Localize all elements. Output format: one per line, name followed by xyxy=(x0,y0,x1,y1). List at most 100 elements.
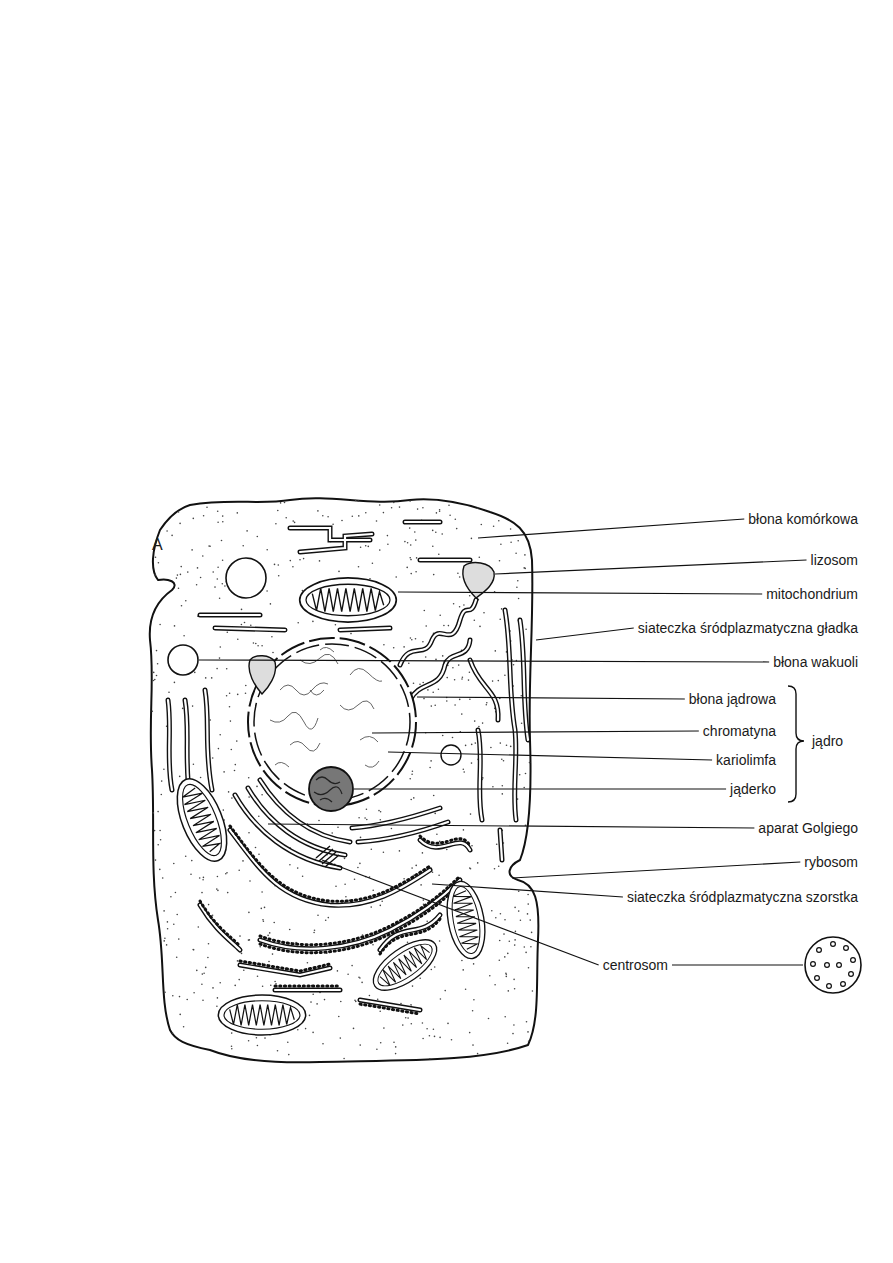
stipple-dot xyxy=(289,864,291,866)
stipple-dot xyxy=(411,1023,413,1025)
microtubule xyxy=(827,984,832,989)
stipple-dot xyxy=(340,1001,342,1003)
stipple-dot xyxy=(514,939,516,941)
microtubule xyxy=(825,963,830,968)
stipple-dot xyxy=(287,1041,289,1043)
er-tube xyxy=(340,628,390,630)
stipple-dot xyxy=(479,557,481,559)
stipple-dot xyxy=(403,878,405,880)
microtubule xyxy=(851,958,856,963)
stipple-dot xyxy=(498,866,500,868)
er-tube xyxy=(200,613,260,618)
stipple-dot xyxy=(399,506,401,508)
stipple-dot xyxy=(231,1048,233,1050)
stipple-dot xyxy=(194,672,196,674)
stipple-dot xyxy=(433,1028,435,1030)
stipple-dot xyxy=(499,560,501,562)
stipple-dot xyxy=(477,1053,479,1055)
stipple-dot xyxy=(337,970,339,972)
microtubule xyxy=(837,963,842,968)
stipple-dot xyxy=(417,508,419,510)
stipple-dot xyxy=(258,815,260,817)
stipple-dot xyxy=(505,973,507,975)
stipple-dot xyxy=(471,845,473,847)
stipple-dot xyxy=(410,544,412,546)
stipple-dot xyxy=(255,847,257,849)
stipple-dot xyxy=(459,606,461,608)
stipple-dot xyxy=(159,830,161,832)
stipple-dot xyxy=(172,995,174,997)
stipple-dot xyxy=(324,999,326,1001)
stipple-dot xyxy=(486,704,488,706)
stipple-dot xyxy=(519,774,521,776)
stipple-dot xyxy=(220,646,222,648)
stipple-dot xyxy=(506,973,508,975)
stipple-dot xyxy=(159,624,161,626)
stipple-dot xyxy=(359,863,361,865)
stipple-dot xyxy=(358,515,360,517)
stipple-dot xyxy=(515,552,517,554)
stipple-dot xyxy=(357,867,359,869)
stipple-dot xyxy=(359,977,361,979)
stipple-dot xyxy=(219,657,221,659)
stipple-dot xyxy=(186,999,188,1001)
stipple-dot xyxy=(193,763,195,765)
stipple-dot xyxy=(319,560,321,562)
stipple-dot xyxy=(475,742,477,744)
stipple-dot xyxy=(500,913,502,915)
stipple-dot xyxy=(383,644,385,646)
stipple-dot xyxy=(229,693,231,695)
stipple-dot xyxy=(191,549,193,551)
stipple-dot xyxy=(190,873,192,875)
microtubule xyxy=(841,982,846,987)
stipple-dot xyxy=(515,931,517,933)
stipple-dot xyxy=(239,935,241,937)
stipple-dot xyxy=(273,922,275,924)
stipple-dot xyxy=(225,873,227,875)
stipple-dot xyxy=(337,827,339,829)
stipple-dot xyxy=(157,663,159,665)
vacuole xyxy=(226,558,266,598)
stipple-dot xyxy=(435,659,437,661)
stipple-dot xyxy=(163,768,165,770)
stipple-dot xyxy=(422,641,424,643)
stipple-dot xyxy=(358,566,360,568)
stipple-dot xyxy=(527,913,529,915)
stipple-dot xyxy=(185,856,187,858)
stipple-dot xyxy=(241,953,243,955)
rough-er-outer xyxy=(200,830,470,1010)
stipple-dot xyxy=(500,544,502,546)
stipple-dot xyxy=(471,538,473,540)
stipple-dot xyxy=(492,680,494,682)
er-tube xyxy=(300,534,372,552)
microtubule xyxy=(815,976,820,981)
stipple-dot xyxy=(412,770,414,772)
stipple-dot xyxy=(205,967,207,969)
vacuole xyxy=(441,745,461,765)
stipple-dot xyxy=(242,860,244,862)
stipple-dot xyxy=(270,603,272,605)
stipple-dot xyxy=(268,961,270,963)
stipple-dot xyxy=(380,905,382,907)
stipple-dot xyxy=(217,890,219,892)
stipple-dot xyxy=(262,919,264,921)
stipple-dot xyxy=(211,677,213,679)
stipple-dot xyxy=(347,973,349,975)
ribosome-dots xyxy=(260,884,460,1014)
stipple-dot xyxy=(531,932,533,934)
stipple-dot xyxy=(498,680,500,682)
stipple-dot xyxy=(446,849,448,851)
stipple-dot xyxy=(154,574,156,576)
part-label: jądro xyxy=(812,732,843,750)
stipple-dot xyxy=(521,695,523,697)
leader-line xyxy=(388,752,712,760)
stipple-dot xyxy=(461,713,463,715)
stipple-dot xyxy=(248,939,250,941)
stipple-dot xyxy=(472,1044,474,1046)
stipple-dot xyxy=(217,510,219,512)
er-lumen xyxy=(478,730,482,820)
er-tube xyxy=(410,640,470,700)
stipple-dot xyxy=(257,976,259,978)
stipple-dot xyxy=(376,1049,378,1051)
stipple-dot xyxy=(224,585,226,587)
